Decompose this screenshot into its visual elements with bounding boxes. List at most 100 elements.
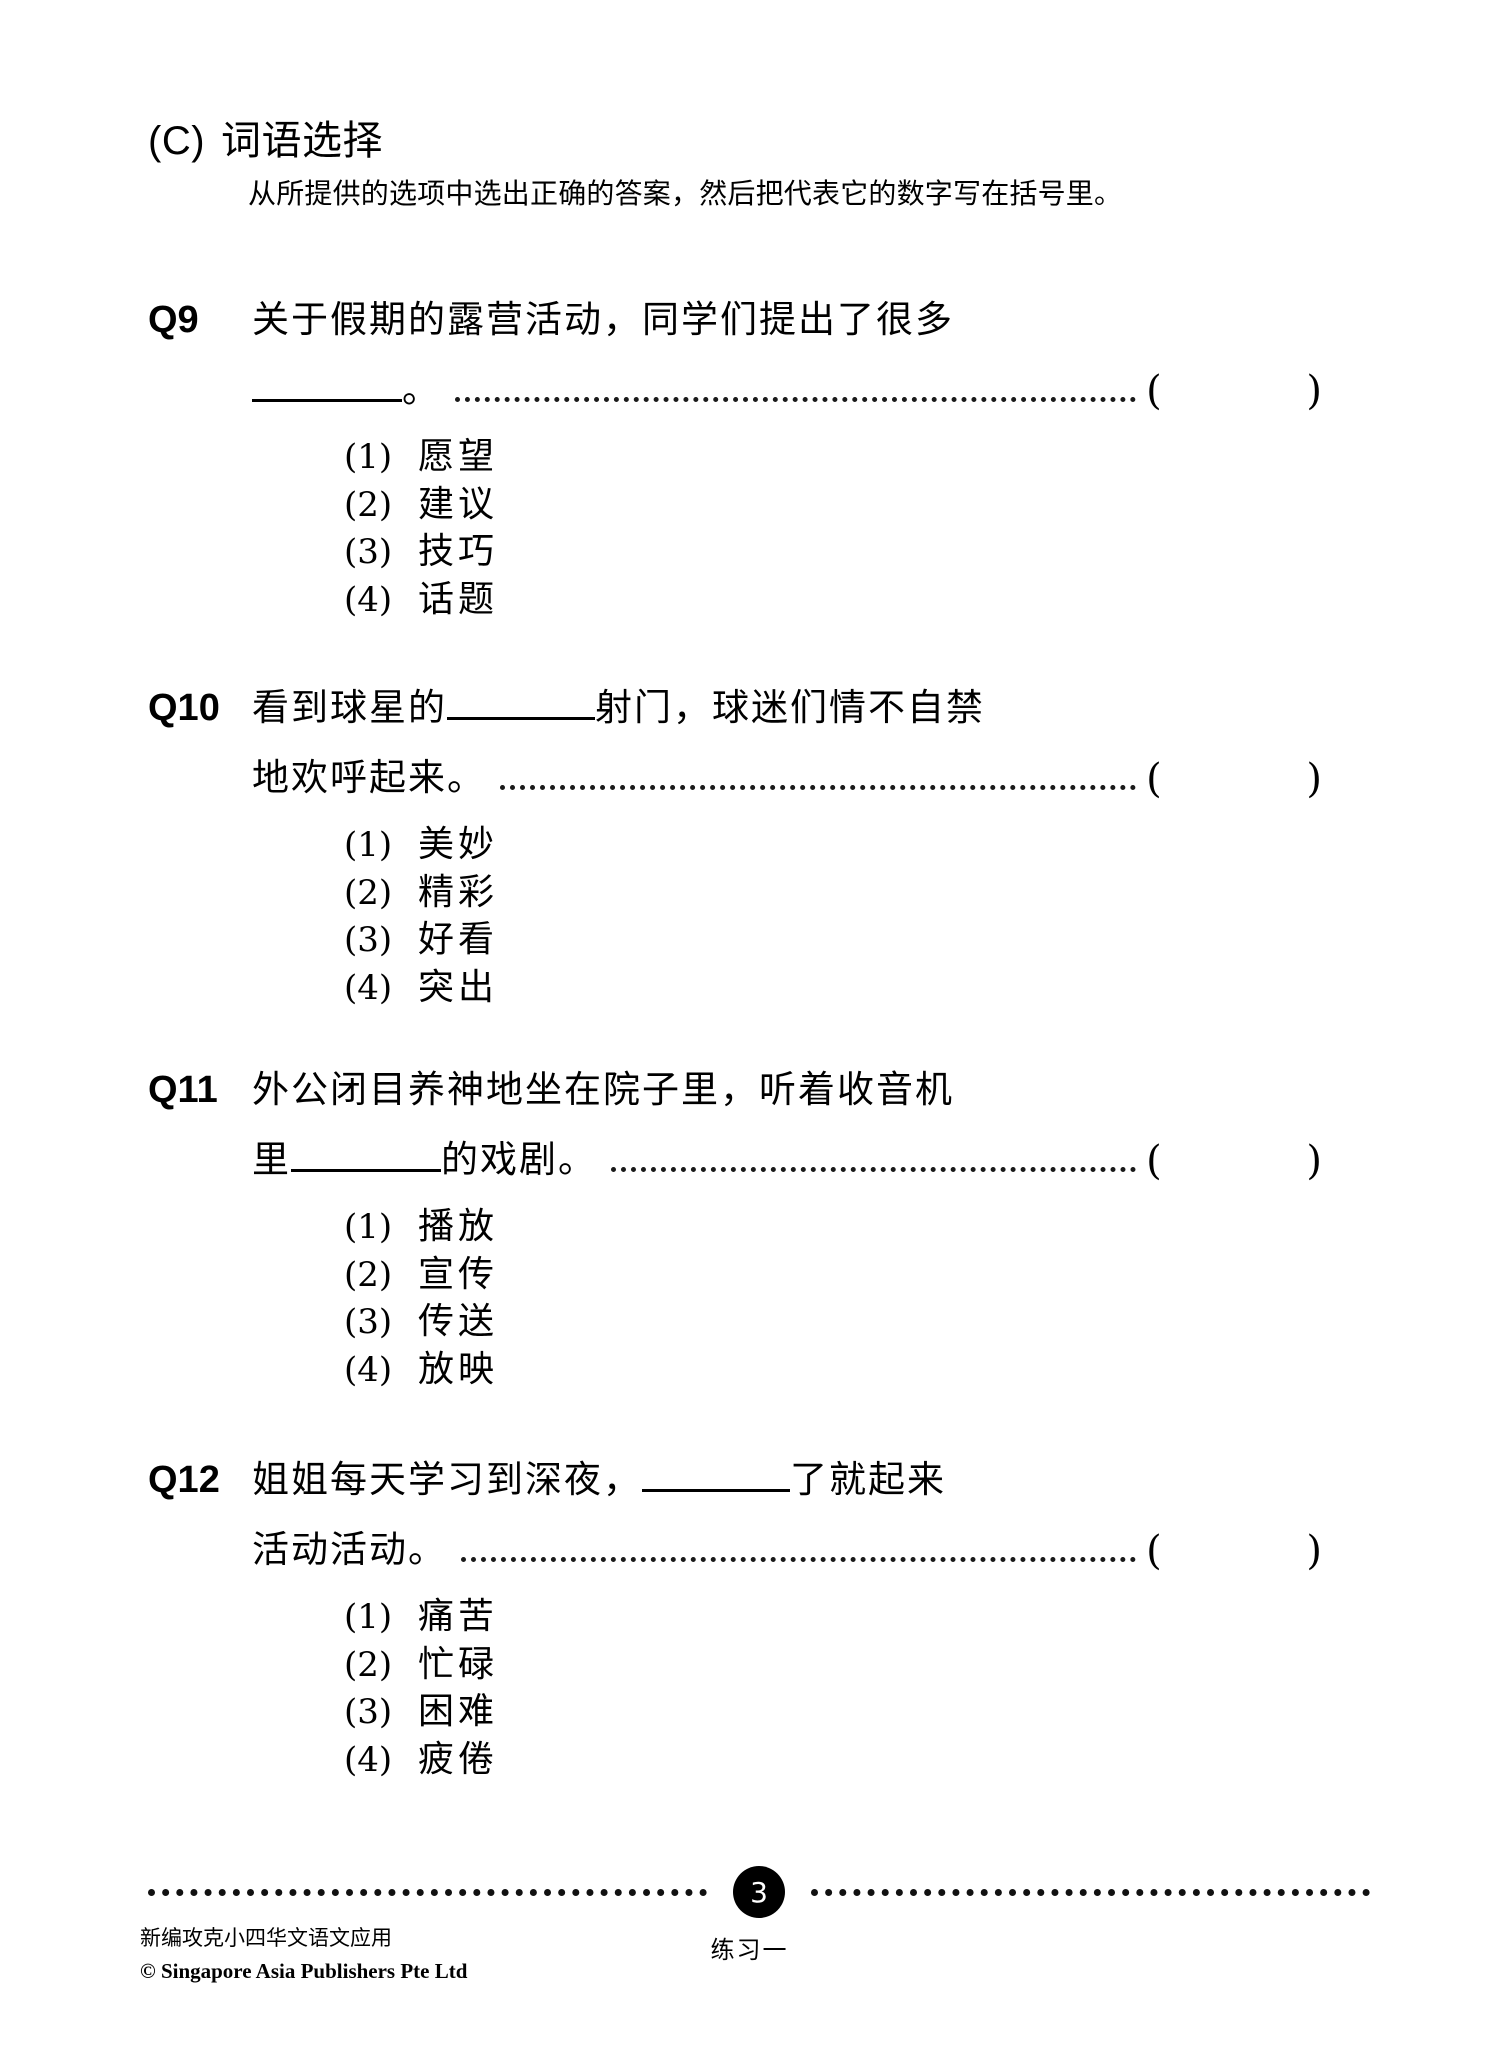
question-text-head: 看到球星的 <box>252 686 447 729</box>
option-item[interactable]: (4) 疲倦 <box>344 1736 1388 1784</box>
option-item[interactable]: (4) 放映 <box>344 1346 1388 1394</box>
answer-blank[interactable] <box>252 386 402 402</box>
option-item[interactable]: (1) 痛苦 <box>344 1593 1388 1641</box>
option-item[interactable]: (4) 话题 <box>344 576 1388 624</box>
section-label: (C) <box>148 119 206 163</box>
option-item[interactable]: (3) 传送 <box>344 1298 1388 1346</box>
question-text-head: 姐姐每天学习到深夜， <box>252 1458 642 1501</box>
question-text-tail: 的戏剧。 <box>441 1137 597 1181</box>
option-item[interactable]: (2) 精彩 <box>344 869 1388 917</box>
option-number: (3) <box>344 1302 393 1343</box>
question-line-2: 。 ( ) <box>148 362 1388 418</box>
dotted-leader <box>455 396 1137 402</box>
option-item[interactable]: (1) 美妙 <box>344 821 1388 869</box>
section-instruction: 从所提供的选项中选出正确的答案，然后把代表它的数字写在括号里。 <box>248 178 1123 209</box>
option-text: 放映 <box>418 1348 499 1390</box>
question-text-tail: 了就起来 <box>790 1458 946 1501</box>
option-number: (4) <box>344 967 393 1008</box>
question-q11: Q11 外公闭目养神地坐在院子里，听着收音机 里 的戏剧。 ( ) (1) 播放… <box>148 1062 1388 1393</box>
option-number: (2) <box>344 872 393 913</box>
question-text-continuation: 活动活动。 <box>252 1527 447 1571</box>
option-item[interactable]: (1) 愿望 <box>344 433 1388 481</box>
option-number: (1) <box>344 825 393 865</box>
option-number: (3) <box>344 532 393 573</box>
footer-dots-left <box>148 1888 707 1896</box>
option-item[interactable]: (1) 播放 <box>344 1203 1388 1251</box>
answer-blank[interactable] <box>447 704 595 720</box>
question-line-2: 地欢呼起来。 ( ) <box>148 750 1388 806</box>
answer-bracket[interactable]: ( ) <box>1146 1137 1388 1184</box>
question-text: 外公闭目养神地坐在院子里，听着收音机 <box>252 1068 954 1111</box>
option-item[interactable]: (2) 建议 <box>344 481 1388 529</box>
option-list: (1) 痛苦 (2) 忙碌 (3) 困难 (4) 疲倦 <box>148 1593 1388 1783</box>
question-text-head: 里 <box>252 1137 291 1181</box>
question-line-1: Q10 看到球星的 射门，球迷们情不自禁 <box>148 680 1388 736</box>
question-q9: Q9 关于假期的露营活动，同学们提出了很多 。 ( ) (1) 愿望 (2) 建… <box>148 292 1388 623</box>
question-text-continuation: 地欢呼起来。 <box>252 755 486 799</box>
leader-row: ( ) <box>486 756 1388 802</box>
dotted-leader <box>461 1556 1137 1562</box>
leader-row: ( ) <box>447 1528 1388 1574</box>
copyright-line: © Singapore Asia Publishers Pte Ltd <box>140 1958 468 1983</box>
option-text: 痛苦 <box>418 1596 499 1637</box>
option-text: 突出 <box>418 966 499 1008</box>
question-number: Q10 <box>148 687 220 729</box>
option-text: 话题 <box>418 578 499 620</box>
answer-bracket[interactable]: ( ) <box>1146 367 1388 414</box>
question-line-2: 里 的戏剧。 ( ) <box>148 1132 1388 1188</box>
option-text: 播放 <box>418 1206 499 1247</box>
question-text: 关于假期的露营活动，同学们提出了很多 <box>252 298 954 341</box>
publisher-credits: 新编攻克小四华文语文应用 © Singapore Asia Publishers… <box>140 1922 467 1987</box>
section-title: 词语选择 <box>221 119 384 163</box>
option-text: 愿望 <box>418 436 499 477</box>
question-number: Q11 <box>148 1069 218 1111</box>
option-text: 精彩 <box>418 871 499 913</box>
option-item[interactable]: (2) 忙碌 <box>344 1641 1388 1689</box>
book-title: 新编攻克小四华文语文应用 <box>140 1926 392 1950</box>
option-item[interactable]: (3) 技巧 <box>344 528 1388 576</box>
footer-divider: 3 <box>148 1866 1370 1918</box>
option-number: (1) <box>344 1207 393 1247</box>
question-line-1: Q12 姐姐每天学习到深夜， 了就起来 <box>148 1452 1388 1508</box>
option-number: (1) <box>344 1597 393 1637</box>
option-number: (4) <box>344 1739 393 1780</box>
option-text: 忙碌 <box>418 1643 499 1685</box>
option-number: (3) <box>344 1692 393 1733</box>
exercise-label: 练习一 <box>710 1936 789 1964</box>
option-text: 技巧 <box>418 531 499 573</box>
option-item[interactable]: (4) 突出 <box>344 964 1388 1012</box>
option-number: (2) <box>344 484 393 525</box>
answer-blank[interactable] <box>642 1476 790 1492</box>
leader-row: ( ) <box>441 368 1388 414</box>
option-item[interactable]: (2) 宣传 <box>344 1251 1388 1299</box>
answer-bracket[interactable]: ( ) <box>1146 1527 1388 1574</box>
option-number: (2) <box>344 1644 393 1685</box>
option-number: (1) <box>344 437 393 477</box>
option-item[interactable]: (3) 好看 <box>344 916 1388 964</box>
answer-bracket[interactable]: ( ) <box>1146 755 1388 802</box>
question-q10: Q10 看到球星的 射门，球迷们情不自禁 地欢呼起来。 ( ) (1) 美妙 (… <box>148 680 1388 1011</box>
option-list: (1) 美妙 (2) 精彩 (3) 好看 (4) 突出 <box>148 821 1388 1011</box>
dotted-leader <box>611 1166 1137 1172</box>
option-item[interactable]: (3) 困难 <box>344 1688 1388 1736</box>
question-text-tail: 。 <box>402 367 441 411</box>
question-number: Q9 <box>148 299 199 341</box>
option-text: 宣传 <box>418 1253 499 1295</box>
option-text: 疲倦 <box>418 1738 499 1780</box>
option-list: (1) 播放 (2) 宣传 (3) 传送 (4) 放映 <box>148 1203 1388 1393</box>
footer-dots-right <box>811 1888 1370 1896</box>
option-list: (1) 愿望 (2) 建议 (3) 技巧 (4) 话题 <box>148 433 1388 623</box>
answer-blank[interactable] <box>291 1156 441 1172</box>
question-line-2: 活动活动。 ( ) <box>148 1522 1388 1578</box>
option-number: (2) <box>344 1254 393 1295</box>
option-text: 好看 <box>418 919 499 961</box>
dotted-leader <box>500 784 1137 790</box>
section-heading: (C) 词语选择 <box>148 108 383 166</box>
option-text: 传送 <box>418 1301 499 1343</box>
option-number: (4) <box>344 579 393 620</box>
option-text: 美妙 <box>418 824 499 865</box>
page-number-badge: 3 <box>733 1866 785 1918</box>
option-text: 建议 <box>418 483 499 525</box>
question-line-1: Q9 关于假期的露营活动，同学们提出了很多 <box>148 292 1388 348</box>
